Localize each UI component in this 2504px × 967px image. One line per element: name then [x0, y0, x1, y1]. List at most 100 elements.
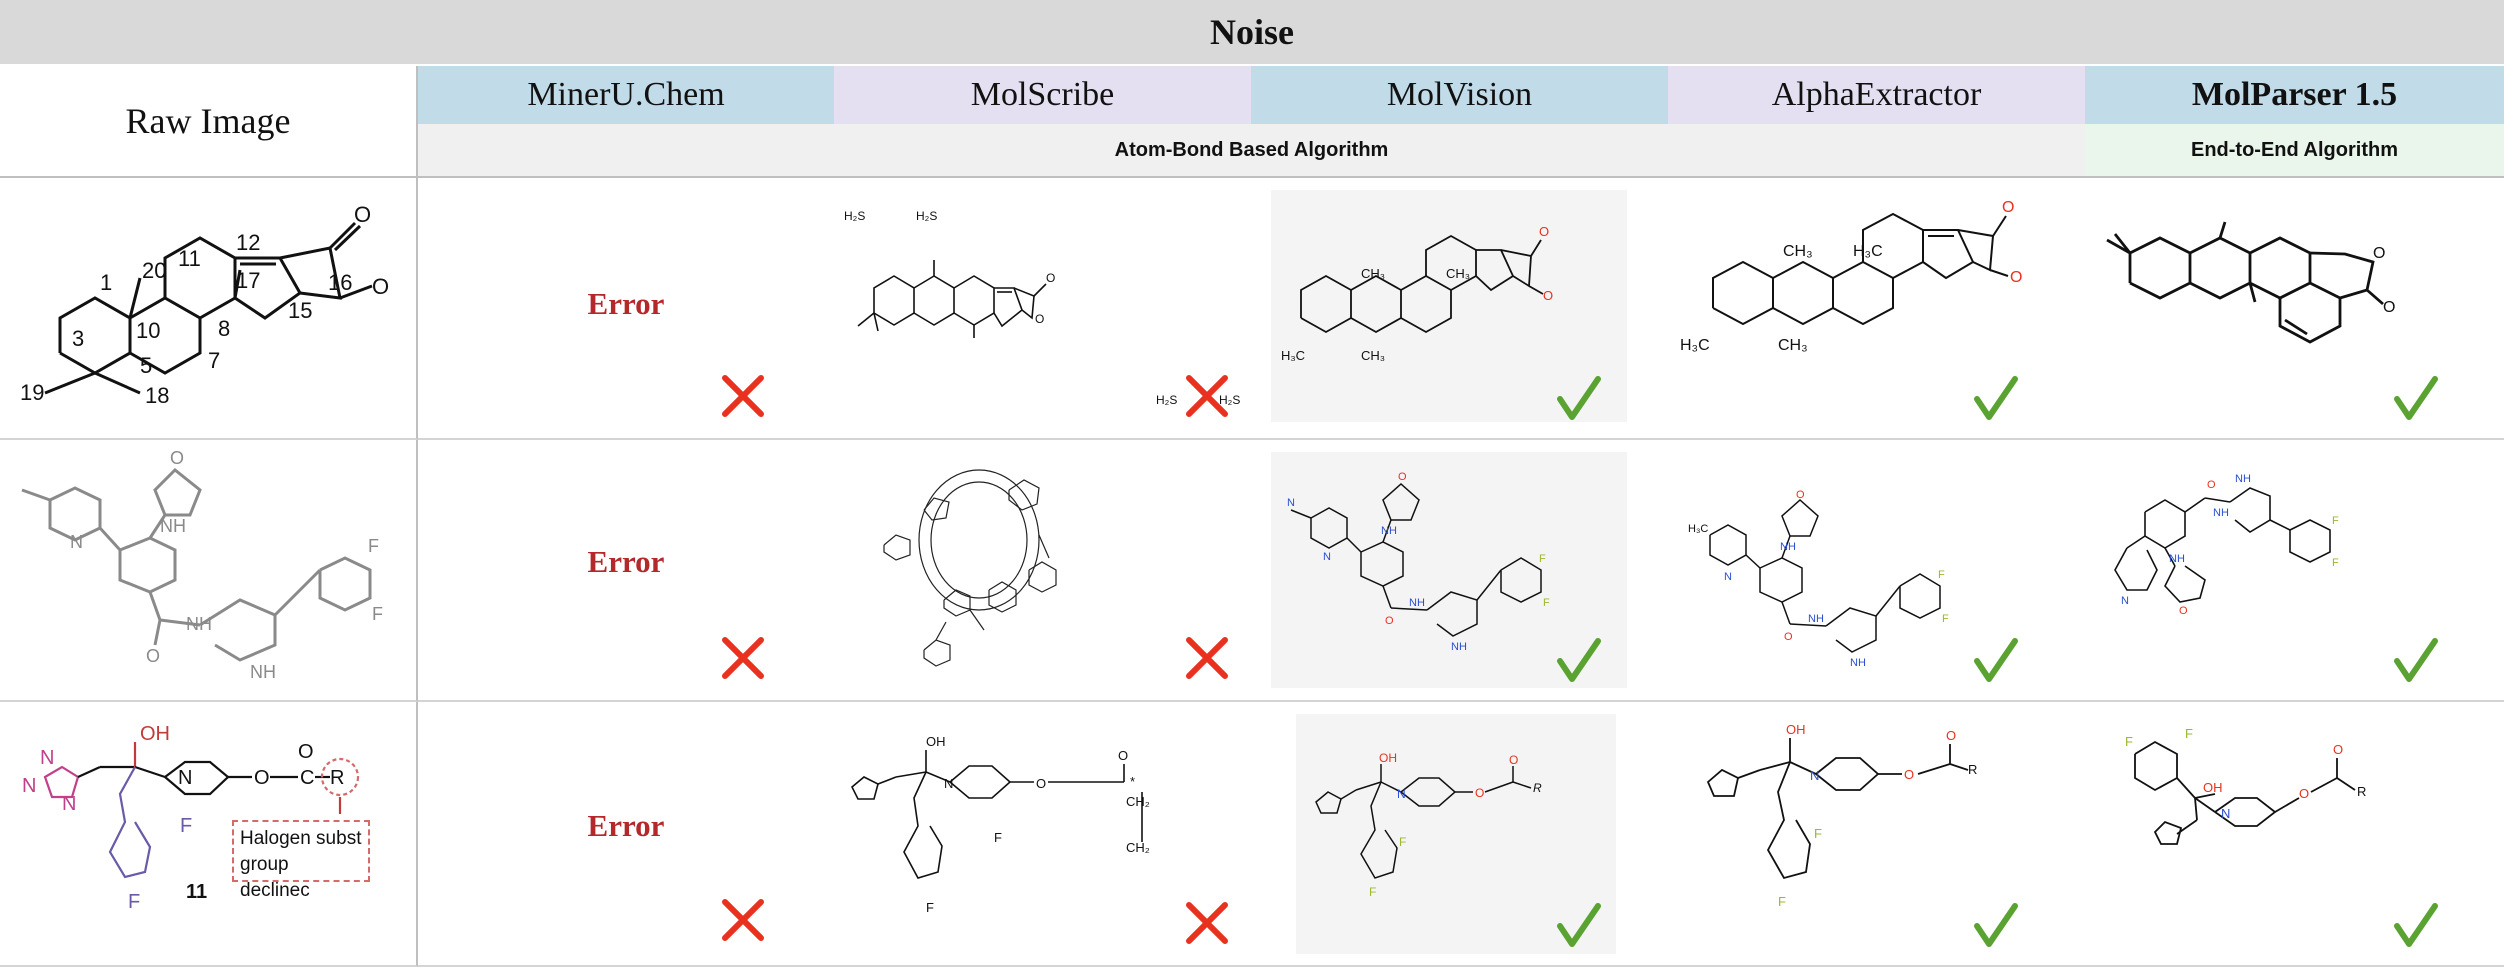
predicted-molecule-molscribe-1: H₂S H₂S O O H₂S H₂S — [844, 209, 1240, 407]
atom-label: 17 — [236, 268, 260, 293]
check-icon — [2394, 376, 2438, 420]
cross-icon — [722, 637, 764, 679]
atom-label: F — [180, 815, 192, 837]
atom-label: NH — [2235, 473, 2251, 485]
atom-label: NH — [1409, 597, 1425, 609]
annotation-note: Halogen subst group declinec — [232, 820, 370, 901]
atom-label: N — [1323, 551, 1331, 563]
annotation-line: Halogen subst — [240, 828, 362, 849]
atom-label: OH — [2203, 780, 2223, 795]
atom-label: O — [2002, 199, 2014, 216]
atom-label: N — [40, 747, 54, 769]
result-cell-alphaextractor-3: OH N O O R F F — [1668, 702, 2085, 967]
category-atom-bond: Atom-Bond Based Algorithm — [418, 124, 2085, 178]
result-cell-molvision-3: OH N O O R F F — [1251, 702, 1668, 967]
atom-label: O — [170, 448, 184, 468]
predicted-molecule-molscribe-3: OH N O O F F * CH₂ CH₂ — [851, 734, 1150, 915]
atom-label: CH₃ — [1778, 337, 1808, 354]
atom-label: O — [1509, 753, 1518, 767]
predicted-molecule-molparser-2: NH O NH F F NH O N — [2114, 473, 2339, 617]
atom-label: F — [926, 900, 934, 915]
atom-label: O — [2207, 479, 2216, 491]
atom-label: NH — [1808, 613, 1824, 625]
atom-label: F — [1539, 553, 1546, 565]
atom-label: N — [2221, 806, 2230, 821]
atom-label: CH₂ — [1126, 794, 1150, 809]
check-icon — [1557, 638, 1601, 682]
atom-label: NH — [160, 516, 186, 536]
atom-label: F — [1814, 826, 1822, 841]
atom-label: O — [372, 274, 389, 299]
result-cell-alphaextractor-2: O F F NH O NH N NH H₃C — [1668, 440, 2085, 702]
atom-label: NH — [1850, 657, 1866, 669]
raw-image-3: N N N OH N O C O R F F 11 Halogen subst … — [0, 702, 418, 967]
predicted-molecule-alphaextractor-2: O F F NH O NH N NH H₃C — [1688, 489, 1949, 669]
atom-label: CH₃ — [1361, 348, 1385, 363]
atom-label: F — [1543, 597, 1550, 609]
atom-label: NH — [186, 614, 212, 634]
raw-molecule-image-1: 1 20 11 12 16 17 O O 3 10 8 15 5 7 19 18 — [20, 202, 389, 408]
check-icon — [2394, 903, 2438, 947]
atom-label: F — [1399, 835, 1406, 849]
atom-label: C — [300, 767, 314, 789]
atom-label: R — [2357, 784, 2366, 799]
table-title: Noise — [0, 0, 2504, 66]
atom-label: 18 — [145, 383, 169, 408]
atom-label: N — [2121, 595, 2129, 607]
atom-label: 16 — [328, 270, 352, 295]
atom-label: OH — [140, 723, 170, 745]
atom-label: F — [2185, 726, 2193, 741]
atom-label: F — [1369, 885, 1376, 899]
atom-label: O — [298, 741, 314, 763]
atom-label: CH₂ — [1126, 840, 1150, 855]
atom-label: H₃C — [1688, 523, 1708, 535]
error-label: Error — [587, 808, 665, 843]
atom-label: O — [2373, 245, 2385, 262]
atom-label: F — [1938, 569, 1945, 581]
category-end-to-end: End-to-End Algorithm — [2085, 124, 2504, 178]
predicted-molecule-molvision-1: CH₃ CH₃ H₃C CH₃ O O — [1281, 224, 1553, 363]
atom-label: NH — [250, 662, 276, 682]
atom-label: NH — [1780, 541, 1796, 553]
check-icon — [1557, 903, 1601, 947]
atom-label: NH — [1451, 641, 1467, 653]
method-header-mineru: MinerU.Chem — [418, 66, 834, 124]
atom-label: F — [2125, 734, 2133, 749]
predicted-molecule-alphaextractor-3: OH N O O R F F — [1706, 722, 1977, 909]
atom-label: O — [354, 202, 371, 227]
prediction-background — [1271, 452, 1627, 688]
method-header-molvision: MolVision — [1251, 66, 1668, 124]
atom-label: 3 — [72, 326, 84, 351]
atom-label: NH — [2169, 553, 2185, 565]
atom-label: F — [994, 830, 1002, 845]
check-icon — [1974, 638, 2018, 682]
atom-label: 5 — [140, 353, 152, 378]
result-cell-molscribe-3: OH N O O F F * CH₂ CH₂ — [834, 702, 1251, 967]
check-icon — [2394, 638, 2438, 682]
atom-label: 11 — [178, 246, 201, 271]
result-cell-mineru-1: Error — [418, 178, 834, 440]
prediction-background — [1296, 714, 1616, 954]
result-cell-molscribe-1: H₂S H₂S O O H₂S H₂S — [834, 178, 1251, 440]
cross-icon — [722, 899, 764, 941]
result-cell-molvision-2: O F F NH O NH N NH N — [1251, 440, 1668, 702]
atom-label: N — [62, 793, 76, 815]
cross-icon — [1186, 902, 1228, 944]
atom-label: CH₃ — [1361, 266, 1385, 281]
annotation-line: group declinec — [240, 854, 310, 901]
predicted-molecule-molvision-2: O F F NH O NH N NH N — [1287, 471, 1550, 653]
atom-label: 15 — [288, 298, 312, 323]
result-cell-molparser-2: NH O NH F F NH O N — [2085, 440, 2504, 702]
atom-label: O — [1385, 615, 1394, 627]
method-header-molparser: MolParser 1.5 — [2085, 66, 2504, 124]
result-cell-mineru-2: Error — [418, 440, 834, 702]
atom-label: O — [2333, 742, 2343, 757]
atom-label: O — [2010, 269, 2022, 286]
raw-molecule-image-3: N N N OH N O C O R F F 11 — [22, 723, 360, 913]
atom-label: CH₃ — [1446, 266, 1470, 281]
atom-label: 1 — [100, 270, 112, 295]
atom-label: N — [178, 767, 192, 789]
atom-label: O — [1046, 271, 1055, 285]
atom-label: OH — [926, 734, 946, 749]
atom-label: N — [22, 775, 36, 797]
